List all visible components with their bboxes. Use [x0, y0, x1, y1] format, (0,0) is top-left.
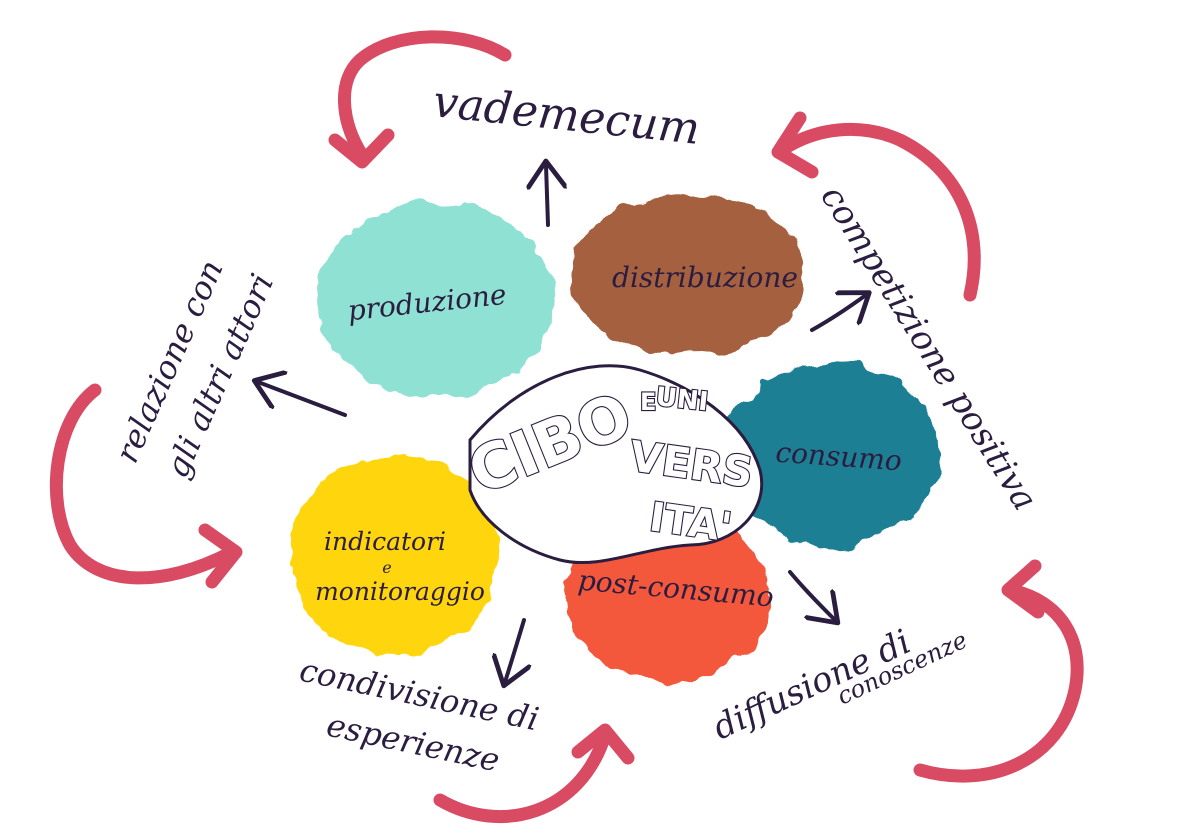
red-arrow-bottom-right-head [1001, 559, 1045, 619]
blob-distribuzione-shape [570, 195, 806, 355]
arrow-to-competizione [810, 295, 866, 332]
logo-text-uni: UNI [654, 382, 709, 417]
logo-text-e: E [640, 388, 656, 416]
blob-consumo: consumo [724, 363, 940, 547]
label-vademecum: vademecum [431, 76, 703, 155]
red-arrow-top-curve [338, 30, 512, 162]
blob-consumo-shape [724, 363, 940, 547]
blob-indicatori-label-1: indicatori [324, 527, 446, 556]
blob-indicatori: indicatori e monitoraggio [290, 455, 500, 655]
red-arrow-bottom-curve [433, 728, 612, 824]
arrow-to-relazione [258, 382, 347, 417]
red-arrow-top-right-curve [775, 122, 981, 302]
red-arrow-left-head [198, 523, 243, 589]
red-arrow-bottom [433, 723, 635, 824]
blob-produzione: produzione [317, 202, 553, 398]
center-logo-outline [468, 364, 764, 565]
red-arrow-top-right-head [771, 111, 819, 179]
blob-distribuzione-label: distribuzione [612, 261, 798, 294]
red-arrow-top-right [771, 111, 981, 302]
red-arrow-top-head [328, 128, 395, 169]
red-arrow-left-curve [49, 383, 239, 585]
red-arrow-bottom-right-curve [913, 583, 1084, 783]
red-arrow-top [328, 30, 512, 169]
center-logo: CIBO E UNI VERS ITA' [457, 364, 764, 565]
arrow-to-condivisione [505, 618, 524, 682]
arrow-to-diffusione [788, 570, 835, 620]
blob-indicatori-shape [290, 455, 500, 655]
red-arrow-left [49, 383, 243, 589]
arrow-to-vademecum [546, 165, 548, 227]
red-arrow-bottom-right [913, 559, 1084, 783]
blob-distribuzione: distribuzione [570, 195, 806, 355]
blob-indicatori-label-3: monitoraggio [315, 577, 485, 606]
blob-indicatori-label-2: e [382, 558, 391, 577]
blob-produzione-shape [317, 202, 553, 398]
red-arrow-bottom-head [571, 723, 635, 765]
logo-text-ita: ITA' [647, 494, 735, 551]
